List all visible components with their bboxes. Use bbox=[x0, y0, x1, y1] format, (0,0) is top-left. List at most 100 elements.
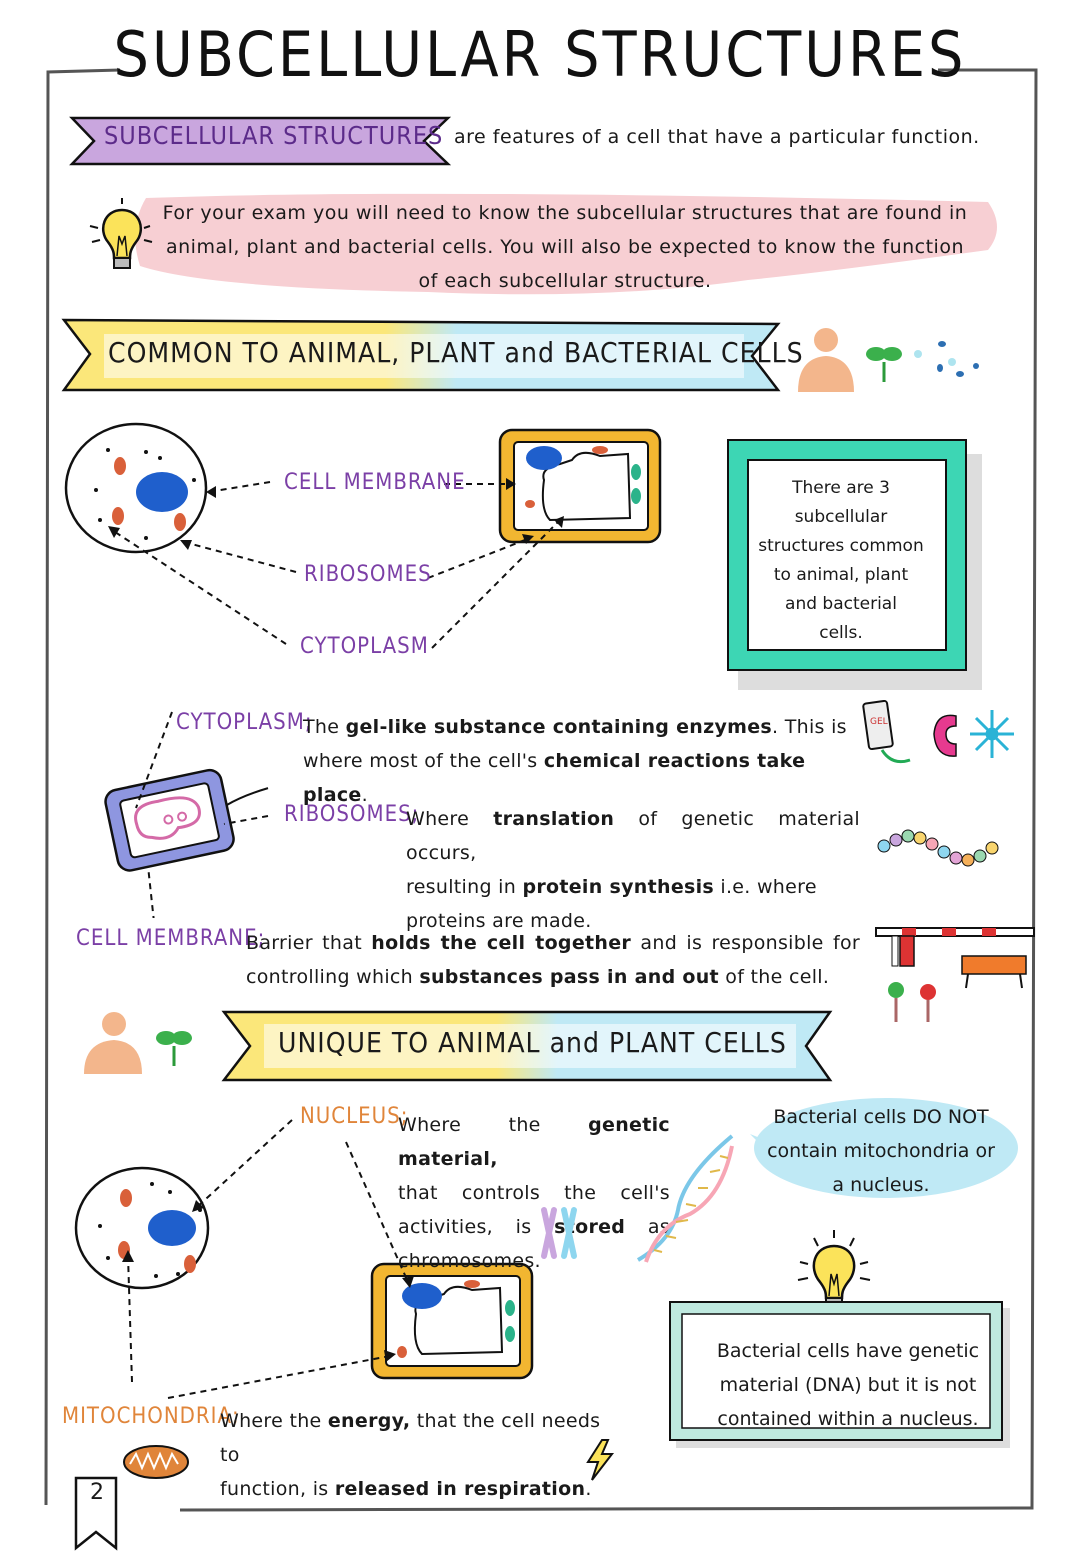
keyword: genetic material, bbox=[398, 1114, 670, 1170]
common-structures-diagram bbox=[64, 422, 662, 649]
text: Where the bbox=[398, 1114, 589, 1136]
unique-banner bbox=[221, 1010, 833, 1082]
tip-line-3: of each subcellular structure. bbox=[418, 270, 712, 292]
text: . bbox=[585, 1478, 592, 1500]
page-number: 2 bbox=[90, 1480, 104, 1505]
note-line: material (DNA) but it is not bbox=[719, 1374, 977, 1396]
nucleus-term: NUCLEUS; bbox=[300, 1104, 409, 1129]
cytoplasm-definition: The gel-like substance containing enzyme… bbox=[303, 710, 848, 812]
text: that controls the cell's bbox=[398, 1182, 670, 1204]
nucleus-definition: Where the genetic material, that control… bbox=[398, 1108, 670, 1278]
dna-note-frame bbox=[669, 1301, 1010, 1448]
keyword: gel-like substance containing enzymes bbox=[345, 716, 773, 738]
lightbulb-icon bbox=[89, 198, 153, 269]
dna-icon bbox=[636, 1134, 734, 1263]
page-number-ribbon bbox=[74, 1476, 118, 1551]
organism-icons-2 bbox=[84, 1012, 192, 1074]
tip-highlight bbox=[135, 193, 997, 295]
common-banner bbox=[61, 318, 781, 392]
text: . This is bbox=[772, 716, 847, 738]
person-icon bbox=[798, 328, 854, 392]
tip-line-2: animal, plant and bacterial cells. You w… bbox=[166, 236, 964, 258]
enzyme-icon bbox=[933, 714, 957, 757]
roadblock-icon bbox=[961, 955, 1027, 989]
membrane-term: CELL MEMBRANE; bbox=[76, 926, 266, 951]
ribosomes-term: RIBOSOMES; bbox=[284, 802, 420, 827]
text: Where the bbox=[220, 1410, 328, 1432]
protein-chain-icon bbox=[877, 829, 999, 867]
text: Barrier that bbox=[246, 932, 372, 954]
term-definition: are features of a cell that have a parti… bbox=[454, 126, 980, 148]
text: that the cell needs to bbox=[220, 1410, 601, 1466]
text: of genetic material occurs, bbox=[406, 808, 860, 864]
keyword: protein synthesis bbox=[522, 876, 715, 898]
text: controlling which bbox=[246, 966, 420, 988]
label-ribosomes: RIBOSOMES bbox=[304, 562, 432, 587]
common-banner-text: COMMON TO ANIMAL, PLANT and BACTERIAL CE… bbox=[108, 336, 804, 369]
text: proteins are made. bbox=[406, 910, 592, 932]
note-line: contain mitochondria or bbox=[767, 1140, 995, 1162]
organism-icons bbox=[798, 328, 979, 392]
mitochondria-term: MITOCHONDRIA; bbox=[62, 1404, 240, 1429]
mitochondrion-icon bbox=[123, 1445, 189, 1479]
gel-tube-icon bbox=[862, 700, 911, 764]
lightning-icon bbox=[586, 1439, 615, 1481]
cytoplasm-icons: GEL bbox=[862, 700, 1014, 764]
nucleus bbox=[136, 472, 188, 512]
sprout-icon bbox=[866, 347, 902, 382]
keyword: chemical reactions take place bbox=[303, 750, 806, 806]
keyword: energy, bbox=[327, 1410, 411, 1432]
text: function, is bbox=[220, 1478, 335, 1500]
cytoplasm-term: CYTOPLASM; bbox=[176, 710, 313, 735]
text: . bbox=[361, 784, 368, 806]
text: of the cell. bbox=[718, 966, 830, 988]
unique-banner-text: UNIQUE TO ANIMAL and PLANT CELLS bbox=[278, 1026, 787, 1059]
note-line: to animal, plant bbox=[773, 565, 909, 585]
bacteria-no-nucleus-note: Bacterial cells DO NOT contain mitochond… bbox=[756, 1100, 1006, 1202]
keyword: released in respiration bbox=[334, 1478, 586, 1500]
page-title: SUBCELLULAR STRUCTURES bbox=[113, 18, 967, 91]
text: Where bbox=[406, 808, 494, 830]
term-ribbon bbox=[69, 116, 452, 166]
gel-tag: GEL bbox=[870, 717, 888, 727]
nucleus bbox=[148, 1210, 196, 1246]
note-line: cells. bbox=[819, 623, 863, 643]
note-line: Bacterial cells DO NOT bbox=[773, 1106, 989, 1128]
note-common-count: There are 3 subcellular structures commo… bbox=[750, 474, 932, 648]
text: chromosomes. bbox=[398, 1250, 541, 1272]
unique-structures-diagram bbox=[74, 1119, 534, 1399]
molecule-icon bbox=[970, 710, 1014, 758]
membrane-definition: Barrier that holds the cell together and… bbox=[246, 926, 860, 994]
ribosomes-definition: Where translation of genetic material oc… bbox=[406, 802, 860, 938]
term-label: SUBCELLULAR STRUCTURES bbox=[104, 121, 444, 150]
bacteria-icon bbox=[914, 341, 979, 377]
keyword: holds the cell together bbox=[371, 932, 632, 954]
note-frame bbox=[727, 439, 982, 690]
chromosome-icon bbox=[541, 1207, 577, 1259]
tip-line-1: For your exam you will need to know the … bbox=[162, 202, 968, 224]
bacteria-dna-note: Bacterial cells have genetic material (D… bbox=[690, 1334, 1006, 1436]
lollipop-icon bbox=[888, 982, 936, 1022]
bacterial-cell-diagram bbox=[104, 711, 269, 918]
mitochondria-definition: Where the energy, that the cell needs to… bbox=[220, 1404, 620, 1506]
bacteria-note-bubble bbox=[750, 1098, 1018, 1198]
sprout-icon bbox=[156, 1031, 192, 1066]
text: resulting in bbox=[406, 876, 523, 898]
keyword: substances pass in and out bbox=[419, 966, 719, 988]
note-line: There are 3 bbox=[792, 478, 890, 498]
membrane-icons bbox=[875, 927, 1035, 1022]
note-line: and bacterial bbox=[785, 594, 897, 614]
note-line: contained within a nucleus. bbox=[717, 1408, 979, 1430]
text: and is responsible for bbox=[631, 932, 861, 954]
note-line: structures common bbox=[758, 536, 924, 556]
note-line: Bacterial cells have genetic bbox=[716, 1340, 980, 1362]
keyword: translation bbox=[493, 808, 615, 830]
person-icon bbox=[84, 1012, 142, 1074]
text: The bbox=[303, 716, 346, 738]
label-cell-membrane: CELL MEMBRANE bbox=[284, 470, 466, 495]
exam-tip: For your exam you will need to know the … bbox=[150, 196, 980, 298]
text: i.e. where bbox=[714, 876, 817, 898]
note-line: a nucleus. bbox=[832, 1174, 930, 1196]
note-line: subcellular bbox=[794, 507, 888, 527]
